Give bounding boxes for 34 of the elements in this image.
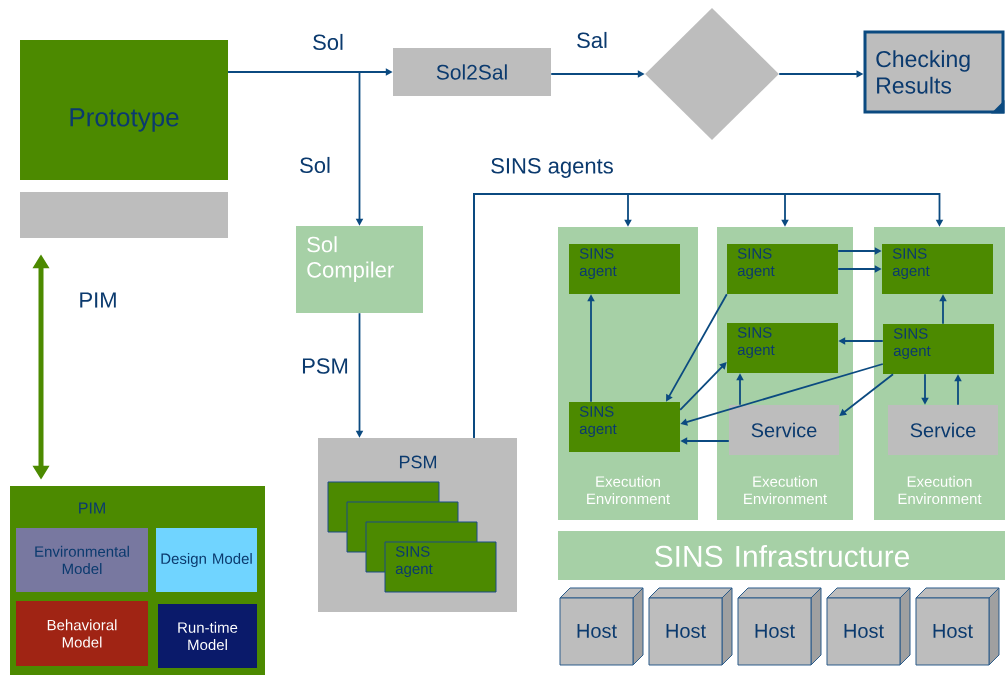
service-box: Service [729,405,839,455]
host-cube: Host [559,587,644,666]
host-cube: Host [648,587,733,666]
edge-label: Sol [298,155,332,175]
edge-label: Sal [575,30,609,50]
edge-label: Sol [311,32,345,52]
edge-label: PIM [77,291,119,309]
prototype-box: Prototype [20,40,228,180]
arrow [839,373,894,416]
agent-box: SINS agent [727,244,838,294]
agent-card: SINS agent [384,541,497,593]
agent-box: SINS agent [882,244,993,294]
compiler-box: Sol Compiler [296,226,423,313]
translator-box: Sol2Sal [393,48,551,96]
model-box: Environmental Model [16,528,148,592]
platform-box [20,192,228,238]
host-cube: Host [737,587,822,666]
infrastructure-bar: SINS Infrastructure [558,531,1005,580]
checker-diamond [645,8,779,140]
edge-label: SINS agents [489,157,615,179]
model-box: Behavioral Model [16,601,148,666]
model-box: Run-time Model [158,604,257,668]
arrow [473,193,944,439]
service-box: Service [888,405,998,455]
agent-box: SINS agent [569,402,680,452]
agent-box: SINS agent [727,323,838,373]
model-box: Design Model [156,528,257,592]
host-cube: Host [915,587,1000,666]
edge-label: PSM [300,357,350,375]
document-box: Checking Results [863,30,1005,114]
agent-box: SINS agent [569,244,680,294]
host-cube: Host [826,587,911,666]
agent-box: SINS agent [883,324,994,374]
arrow [679,362,727,411]
